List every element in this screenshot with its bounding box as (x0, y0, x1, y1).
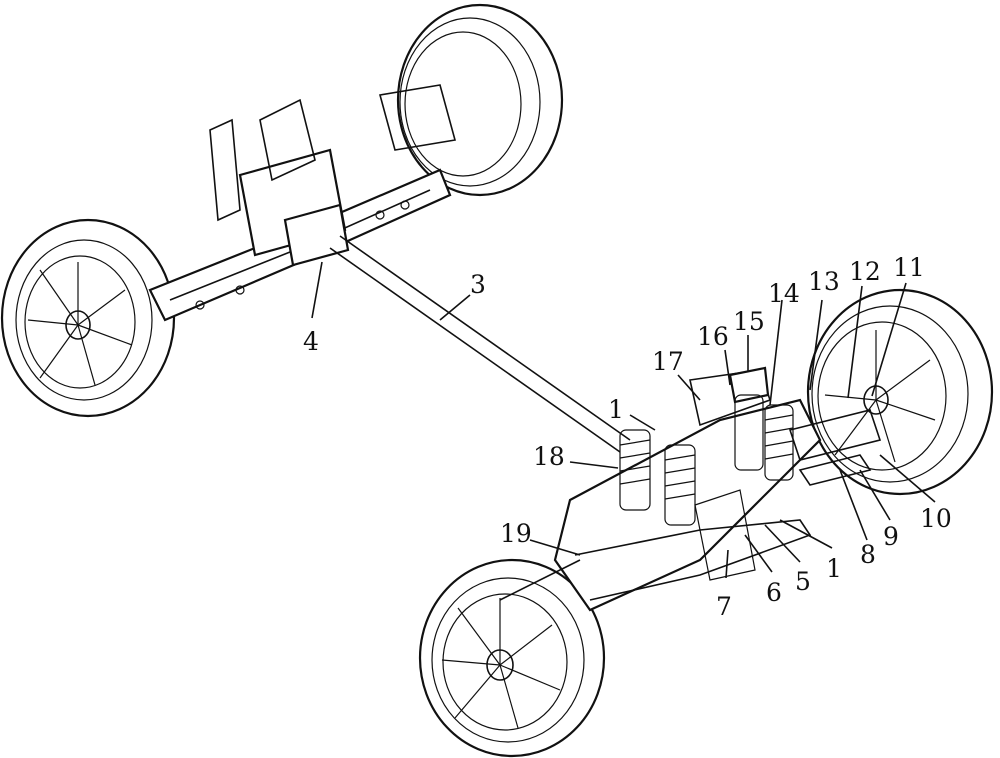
wheel-rear-right (396, 3, 564, 197)
wheel-front-left (418, 558, 606, 758)
rear-axle-assembly (148, 84, 457, 322)
label-16: 16 (697, 322, 729, 351)
label-14: 14 (768, 279, 800, 308)
label-9: 9 (883, 522, 899, 551)
label-3: 3 (470, 270, 486, 299)
front-shock-absorbers (619, 394, 794, 526)
front-subframe (499, 366, 882, 612)
callout-labels: 4 3 1 18 19 17 16 15 14 13 12 11 10 9 8 … (303, 253, 952, 621)
wheel-rear-left (0, 218, 176, 418)
wheel-front-right (806, 288, 994, 496)
label-13: 13 (808, 267, 840, 296)
label-15: 15 (733, 307, 765, 336)
label-10: 10 (920, 504, 952, 533)
label-6: 6 (766, 578, 782, 607)
label-4: 4 (303, 327, 319, 356)
label-17: 17 (652, 347, 684, 376)
label-1-upper: 1 (608, 395, 624, 424)
label-12: 12 (849, 257, 881, 286)
callout-leaders (311, 261, 936, 579)
label-8: 8 (860, 540, 876, 569)
label-7: 7 (716, 592, 732, 621)
label-19: 19 (500, 519, 532, 548)
drive-shaft (329, 235, 631, 453)
label-1-lower: 1 (826, 554, 842, 583)
label-11: 11 (893, 253, 925, 282)
label-5: 5 (795, 567, 811, 596)
label-18: 18 (533, 442, 565, 471)
